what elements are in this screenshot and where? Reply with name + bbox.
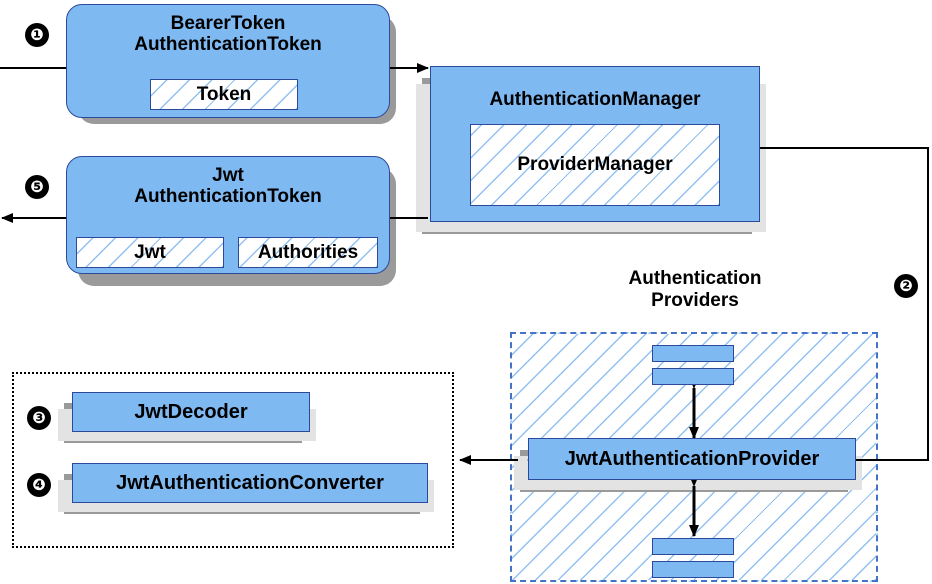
provider-bar-bottom-1: [652, 538, 734, 555]
jwt-support-components-group: [12, 372, 454, 548]
node-jwt-authentication-provider[interactable]: JwtAuthenticationProvider: [528, 438, 856, 480]
node-jwt-decoder[interactable]: JwtDecoder: [72, 392, 310, 432]
step-badge-3: ❸: [27, 406, 51, 430]
step-badge-5: ❺: [25, 175, 49, 199]
bearer-token-inner-token: Token: [150, 79, 298, 110]
authentication-manager-inner-provider-manager: ProviderManager: [470, 124, 720, 206]
step-badge-1: ❶: [25, 23, 49, 47]
provider-bar-top-2: [652, 368, 734, 385]
step-badge-4: ❹: [27, 473, 51, 497]
authentication-providers-label-line2: Providers: [651, 289, 739, 311]
step-badge-2: ❷: [894, 274, 918, 298]
authentication-manager-title: AuthenticationManager: [489, 89, 701, 110]
jwt-token-inner-jwt: Jwt: [76, 237, 224, 268]
jwt-token-inner-authorities: Authorities: [238, 237, 378, 268]
node-jwt-authentication-converter[interactable]: JwtAuthenticationConverter: [72, 463, 428, 503]
authentication-providers-label: Authentication Providers: [560, 268, 830, 312]
provider-bar-top-1: [652, 345, 734, 362]
jwt-token-line1: Jwt: [212, 165, 244, 186]
bearer-token-line1: BearerToken: [170, 13, 286, 34]
jwt-token-line2: AuthenticationToken: [134, 186, 322, 208]
authentication-providers-label-line1: Authentication: [628, 268, 762, 289]
provider-bar-bottom-2: [652, 561, 734, 578]
bearer-token-line2: AuthenticationToken: [134, 34, 322, 56]
